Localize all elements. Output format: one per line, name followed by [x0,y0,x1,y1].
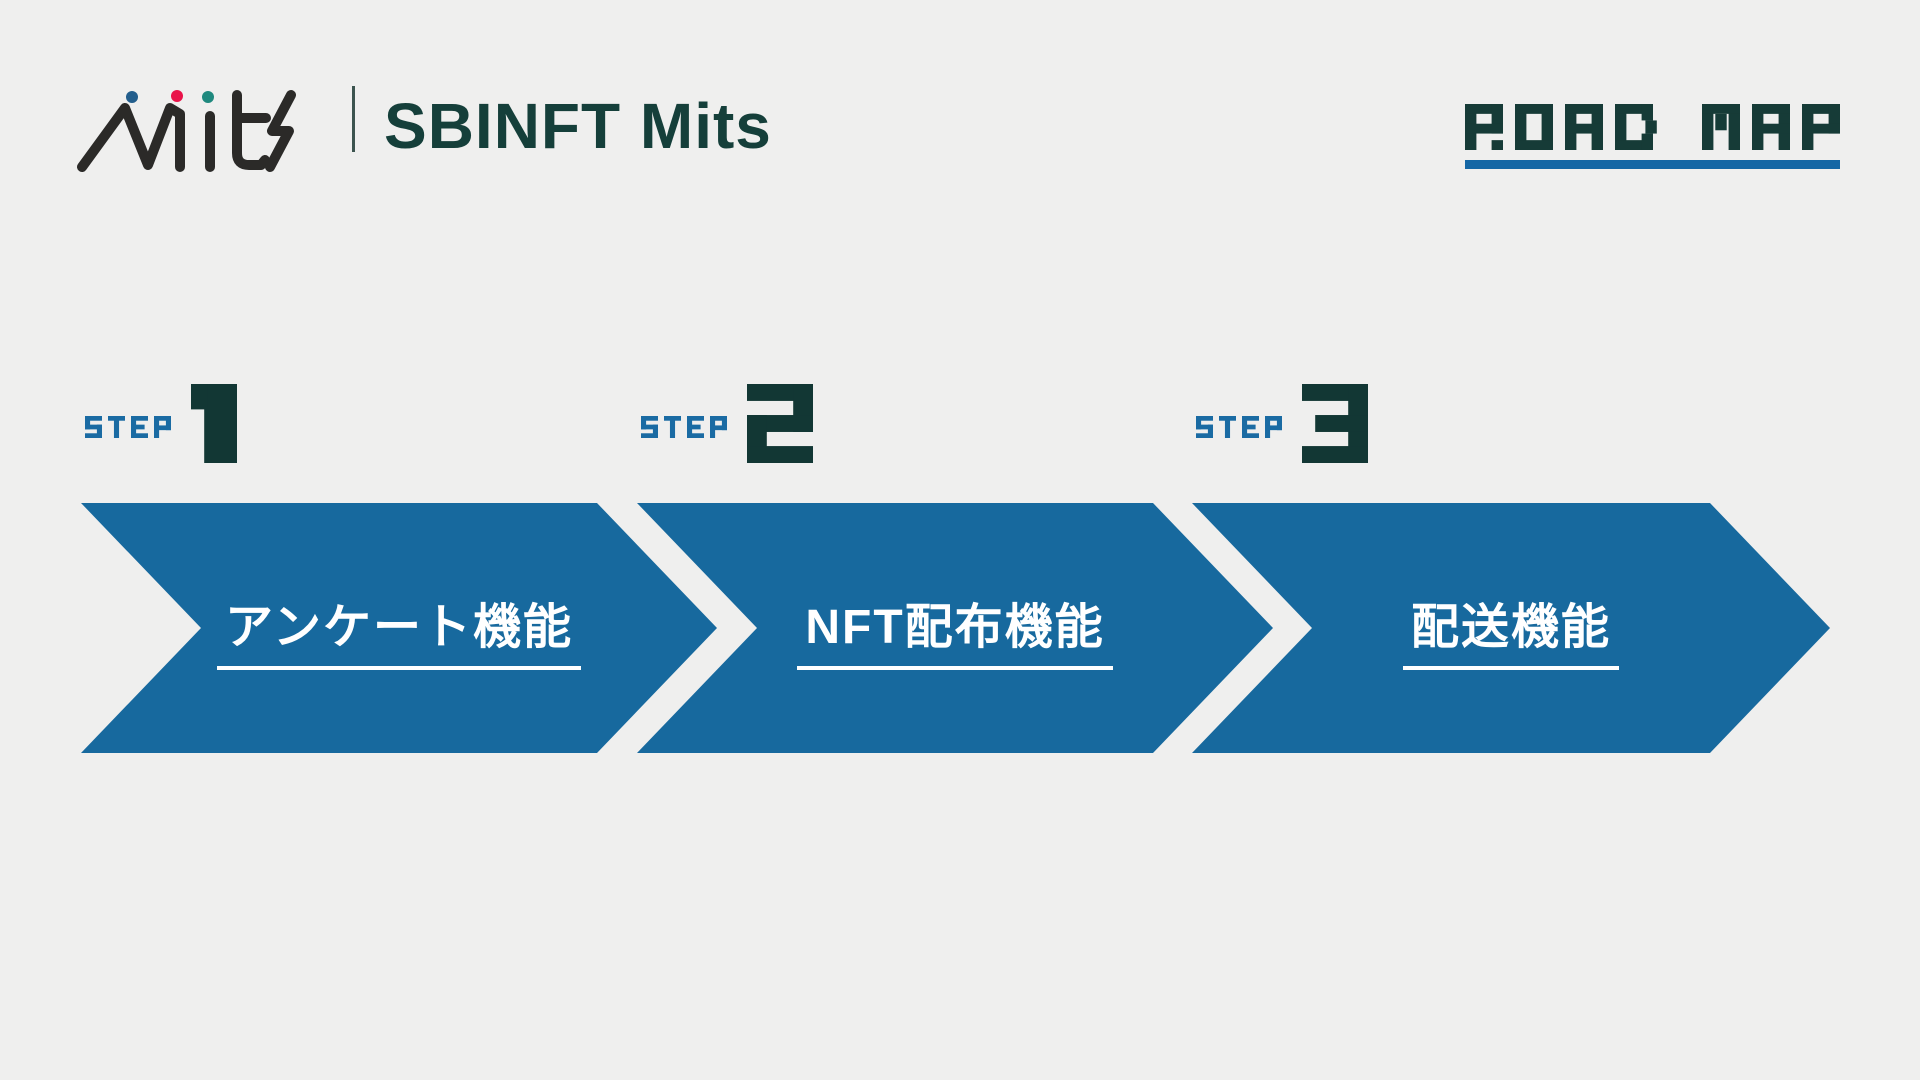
roadmap-badge [1465,104,1840,169]
step-1-heading [85,384,238,463]
step-section-2: NFT配布機能 [637,384,1273,753]
step-1-title: アンケート機能 [217,587,581,670]
step-3-arrow: 配送機能 [1192,503,1830,753]
mits-logo-icon [77,90,296,172]
step-3-label [1196,416,1282,438]
product-name: SBINFT Mits [384,90,772,162]
step-1-label [85,416,171,438]
step-2-arrow: NFT配布機能 [637,503,1273,753]
step-3-heading [1196,384,1368,463]
step-3-title: 配送機能 [1403,587,1619,670]
roadmap-badge-underline [1465,160,1840,169]
brand-divider [352,86,355,152]
step-2-number [747,384,813,463]
step-section-1: アンケート機能 [81,384,717,753]
step-2-title: NFT配布機能 [797,587,1112,670]
step-1-arrow: アンケート機能 [81,503,717,753]
step-1-number [191,384,238,463]
step-3-number [1302,384,1368,463]
step-2-label [641,416,727,438]
step-section-3: 配送機能 [1192,384,1830,753]
roadmap-badge-text [1465,104,1840,150]
step-2-heading [641,384,813,463]
